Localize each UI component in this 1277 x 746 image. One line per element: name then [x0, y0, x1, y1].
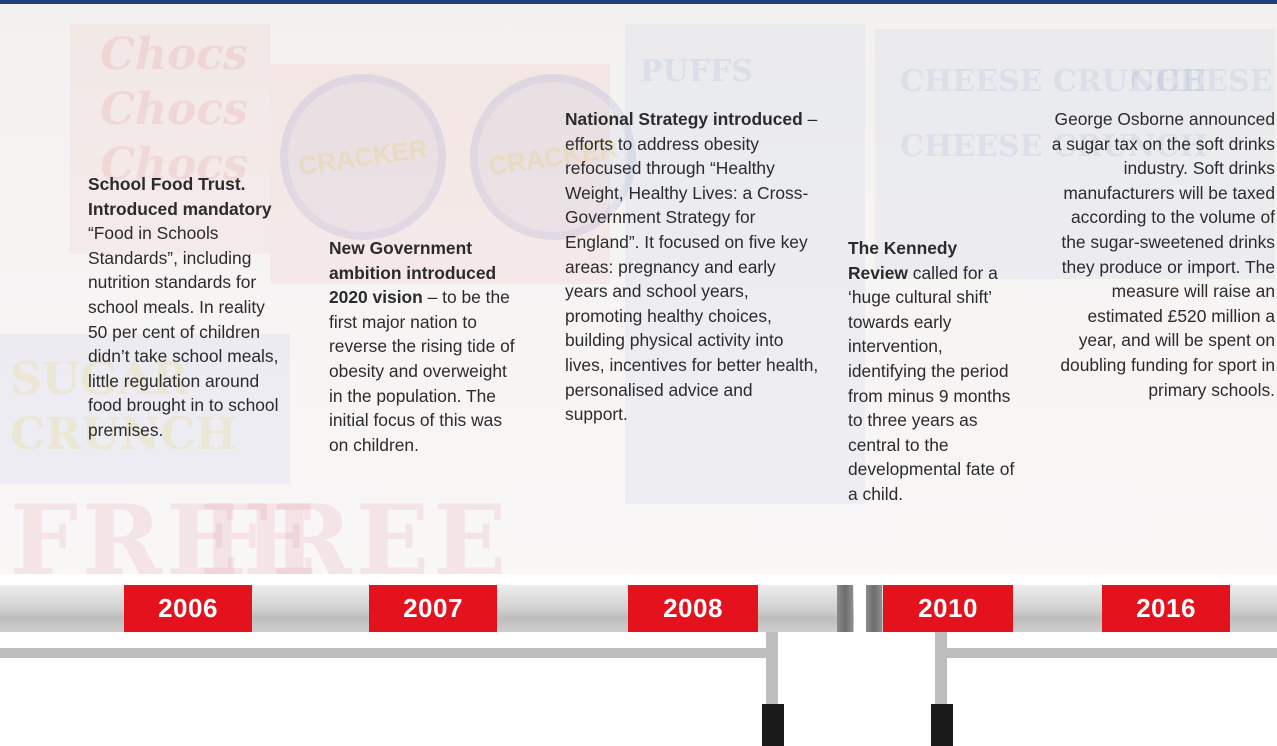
event-2006-highlight: School Food Trust. Introduced mandatory	[88, 174, 272, 219]
bg-word-puffs: PUFFS	[640, 54, 753, 89]
bg-word-crunch: CRUNCH	[10, 409, 237, 460]
event-2008-body: – efforts to address obesity refocused t…	[565, 109, 819, 425]
event-2006: School Food Trust. Introduced mandatory …	[88, 172, 288, 443]
top-rule	[0, 0, 1277, 4]
event-2007-highlight: New Government ambition introduced 2020 …	[329, 238, 497, 308]
event-2016: George Osborne announced a sugar tax on …	[1045, 107, 1275, 402]
bg-word-sugar: SUGAR	[10, 354, 189, 405]
bg-cracker-logo: CRACKER	[470, 74, 636, 240]
timeline-break-cap-right	[866, 585, 882, 632]
bg-word-chocs: Chocs	[100, 139, 248, 190]
year-tag-2006: 2006	[124, 585, 252, 632]
bg-word-cheese: CHEESE CRUNCH	[900, 64, 1208, 99]
connector-block-right	[931, 704, 953, 746]
bg-cracker-logo: CRACKER	[280, 74, 446, 240]
bg-word-chocs: Chocs	[100, 29, 248, 80]
year-tag-2016: 2016	[1102, 585, 1230, 632]
year-tag-2008: 2008	[628, 585, 758, 632]
timeline-break-cap-left	[837, 585, 853, 632]
event-2007: New Government ambition introduced 2020 …	[329, 236, 521, 457]
timeline-break-gap	[854, 585, 866, 632]
event-2010-highlight: The Kennedy Review	[848, 238, 958, 283]
event-2016-body: George Osborne announced a sugar tax on …	[1051, 109, 1275, 400]
bg-word-chocs: Chocs	[100, 84, 248, 135]
branch-drop-right	[935, 632, 947, 716]
event-2008: National Strategy introduced – efforts t…	[565, 107, 820, 427]
background-collage: Chocs Chocs Chocs CRACKER CRACKER PUFFS …	[0, 4, 1277, 574]
bg-word-free: FREE	[200, 484, 511, 574]
branch-line-right	[935, 648, 1277, 658]
bg-word-free: FREE	[10, 484, 321, 574]
connector-block-left	[762, 704, 784, 746]
event-2007-body: – to be the first major nation to revers…	[329, 287, 515, 455]
bg-word-cheese: CHEESE CRUNCH	[1130, 64, 1277, 99]
year-tag-2010: 2010	[883, 585, 1013, 632]
bg-word-cheese: CHEESE CRUNCH	[900, 129, 1208, 164]
branch-drop-left	[766, 632, 778, 716]
branch-line-left	[0, 648, 778, 658]
event-2010-body: called for a ‘huge cultural shift’ towar…	[848, 262, 1015, 504]
year-tag-2007: 2007	[369, 585, 497, 632]
event-2010: The Kennedy Review called for a ‘huge cu…	[848, 236, 1018, 507]
event-2008-highlight: National Strategy introduced	[565, 109, 803, 129]
event-2006-body: “Food in Schools Standards”, including n…	[88, 223, 279, 440]
